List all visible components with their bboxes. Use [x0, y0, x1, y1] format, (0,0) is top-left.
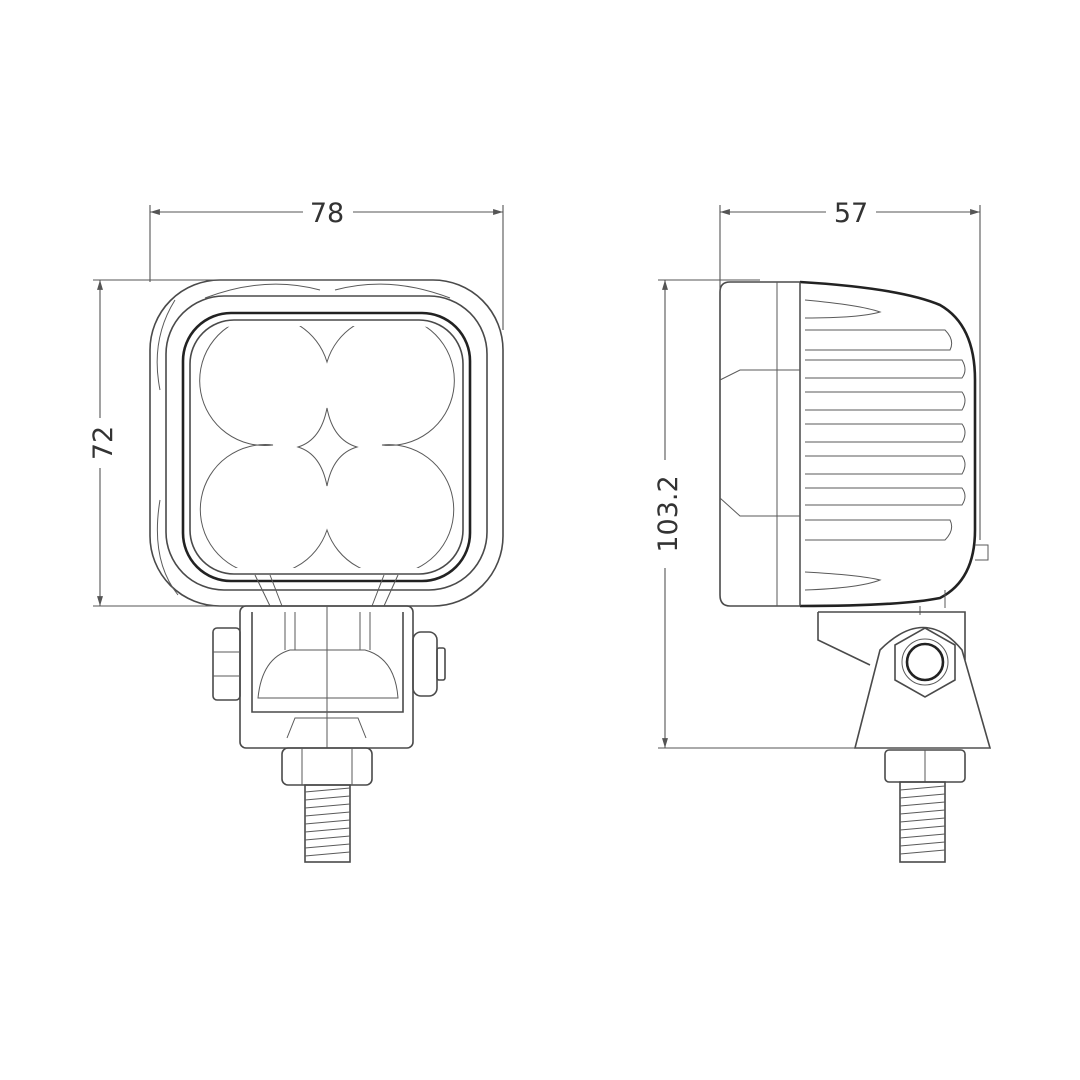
heatsink-fins — [804, 299, 966, 591]
side-bracket — [817, 611, 966, 666]
front-view — [149, 279, 504, 863]
front-bottom-nut — [281, 747, 373, 786]
right-nut — [412, 631, 438, 697]
side-height-label: 103.2 — [653, 475, 684, 552]
center-star — [296, 407, 359, 487]
front-bezel — [181, 311, 472, 583]
front-height-label: 72 — [88, 426, 119, 460]
side-depth-label: 57 — [834, 198, 868, 229]
side-bolt — [899, 781, 946, 863]
side-heatsink — [799, 280, 977, 608]
pivot-nut — [894, 627, 956, 698]
front-width-label: 78 — [310, 198, 344, 229]
front-bolt — [304, 784, 351, 863]
dimensions: 78 72 57 103.2 — [86, 196, 990, 749]
front-housing — [149, 279, 504, 607]
side-view — [719, 280, 992, 863]
side-mount-foot — [853, 626, 992, 749]
left-nut — [212, 627, 241, 701]
lens-reflectors — [199, 326, 455, 568]
side-lens-frame — [719, 281, 801, 607]
